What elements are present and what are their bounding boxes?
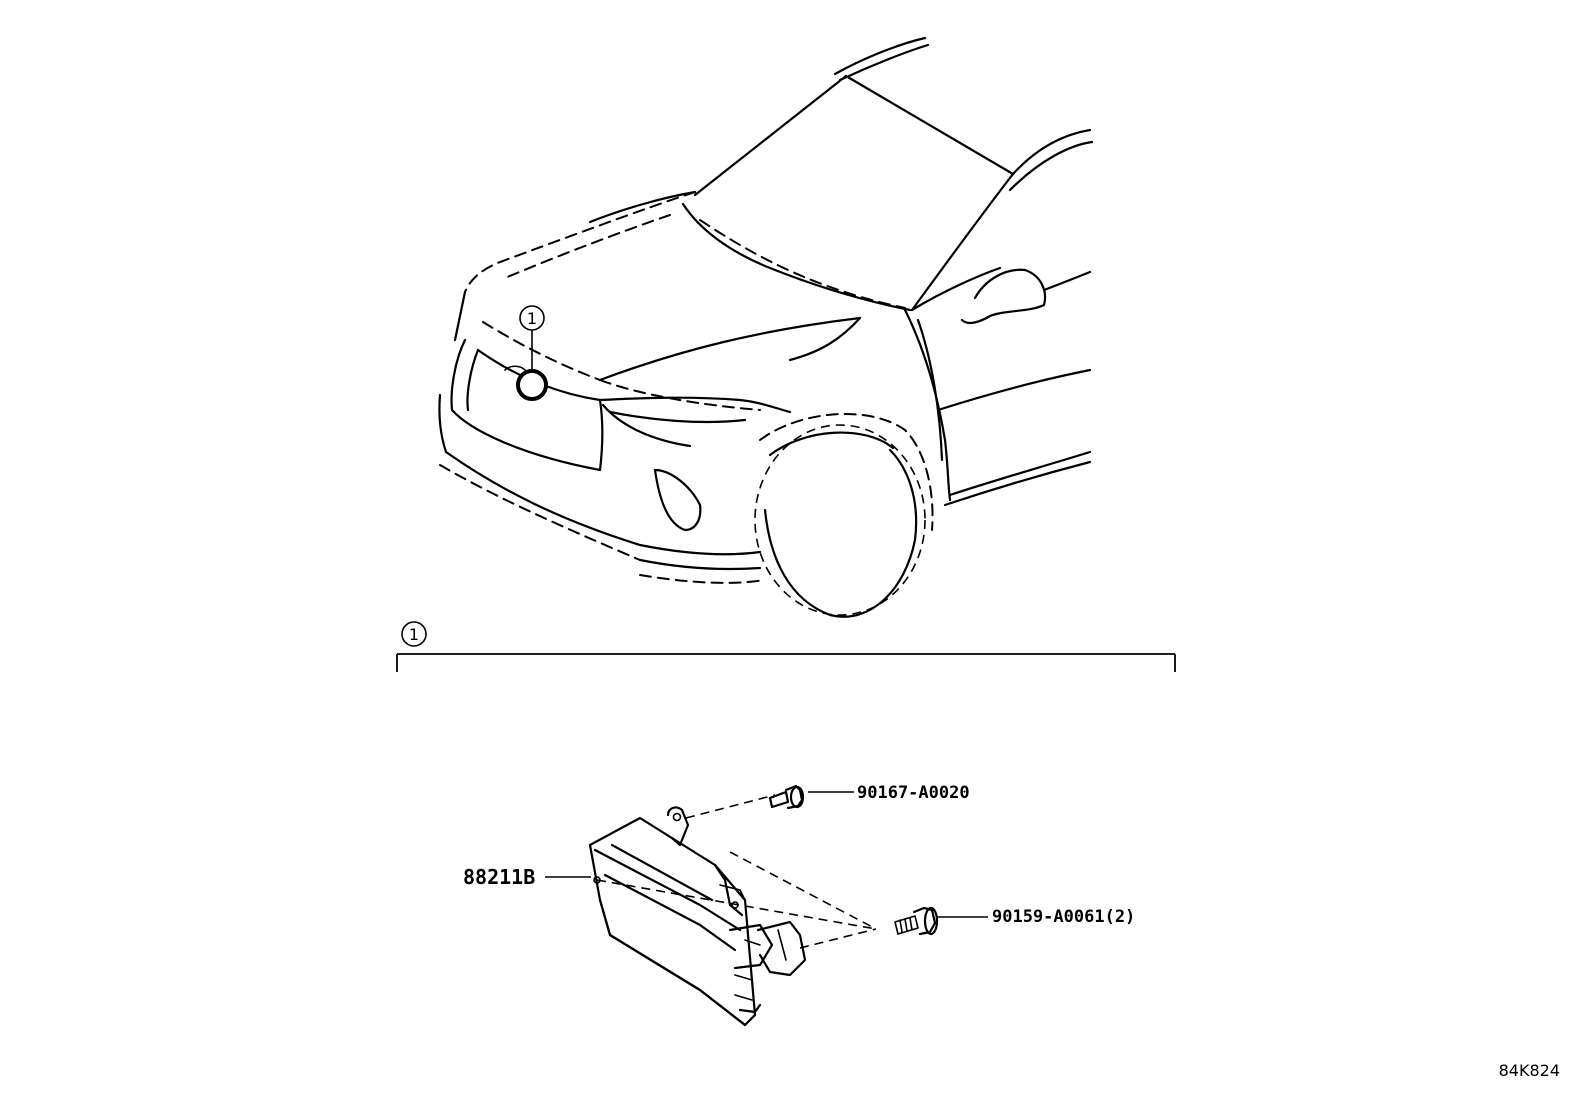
part-label-radar-sensor: 88211B [463, 865, 535, 889]
radar-sensor-assembly: 88211B 90167-A0020 90159-A0061(2) [463, 783, 1135, 1027]
part-label-bolt-lower: 90159-A0061(2) [992, 907, 1135, 927]
callout-number-top: 1 [527, 309, 537, 328]
bolt-lower [894, 906, 939, 936]
callout-number-bracket: 1 [409, 625, 419, 644]
part-label-bolt-upper: 90167-A0020 [857, 783, 970, 803]
vehicle-front-view: 1 [438, 36, 1094, 618]
illustration-code: 84K824 [1499, 1061, 1560, 1080]
callout-circle-top [519, 305, 545, 331]
bolt-upper [768, 784, 805, 810]
callout-circle-bracket [401, 621, 427, 647]
assembly-bracket: 1 [396, 621, 1176, 672]
